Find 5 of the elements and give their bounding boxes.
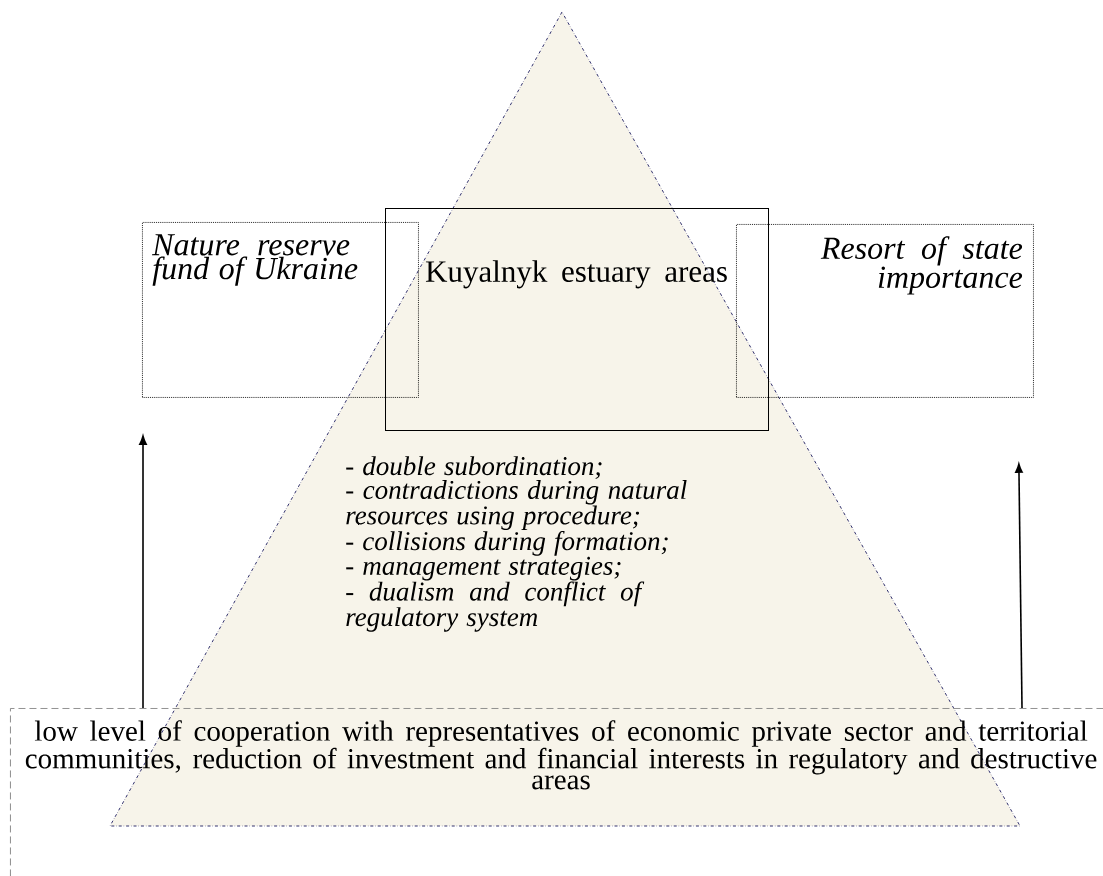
arrow (139, 435, 147, 709)
arrow (1015, 463, 1023, 709)
dotted-box: Nature reserve fund of Ukraine (142, 222, 419, 398)
dashed-box: low level of cooperation with representatives of economic private sector and territorial communities, reduction of investment and financial interests in regulatory and destructive areas (10, 708, 1103, 876)
dotted-box: Resort of state importance (736, 224, 1034, 398)
